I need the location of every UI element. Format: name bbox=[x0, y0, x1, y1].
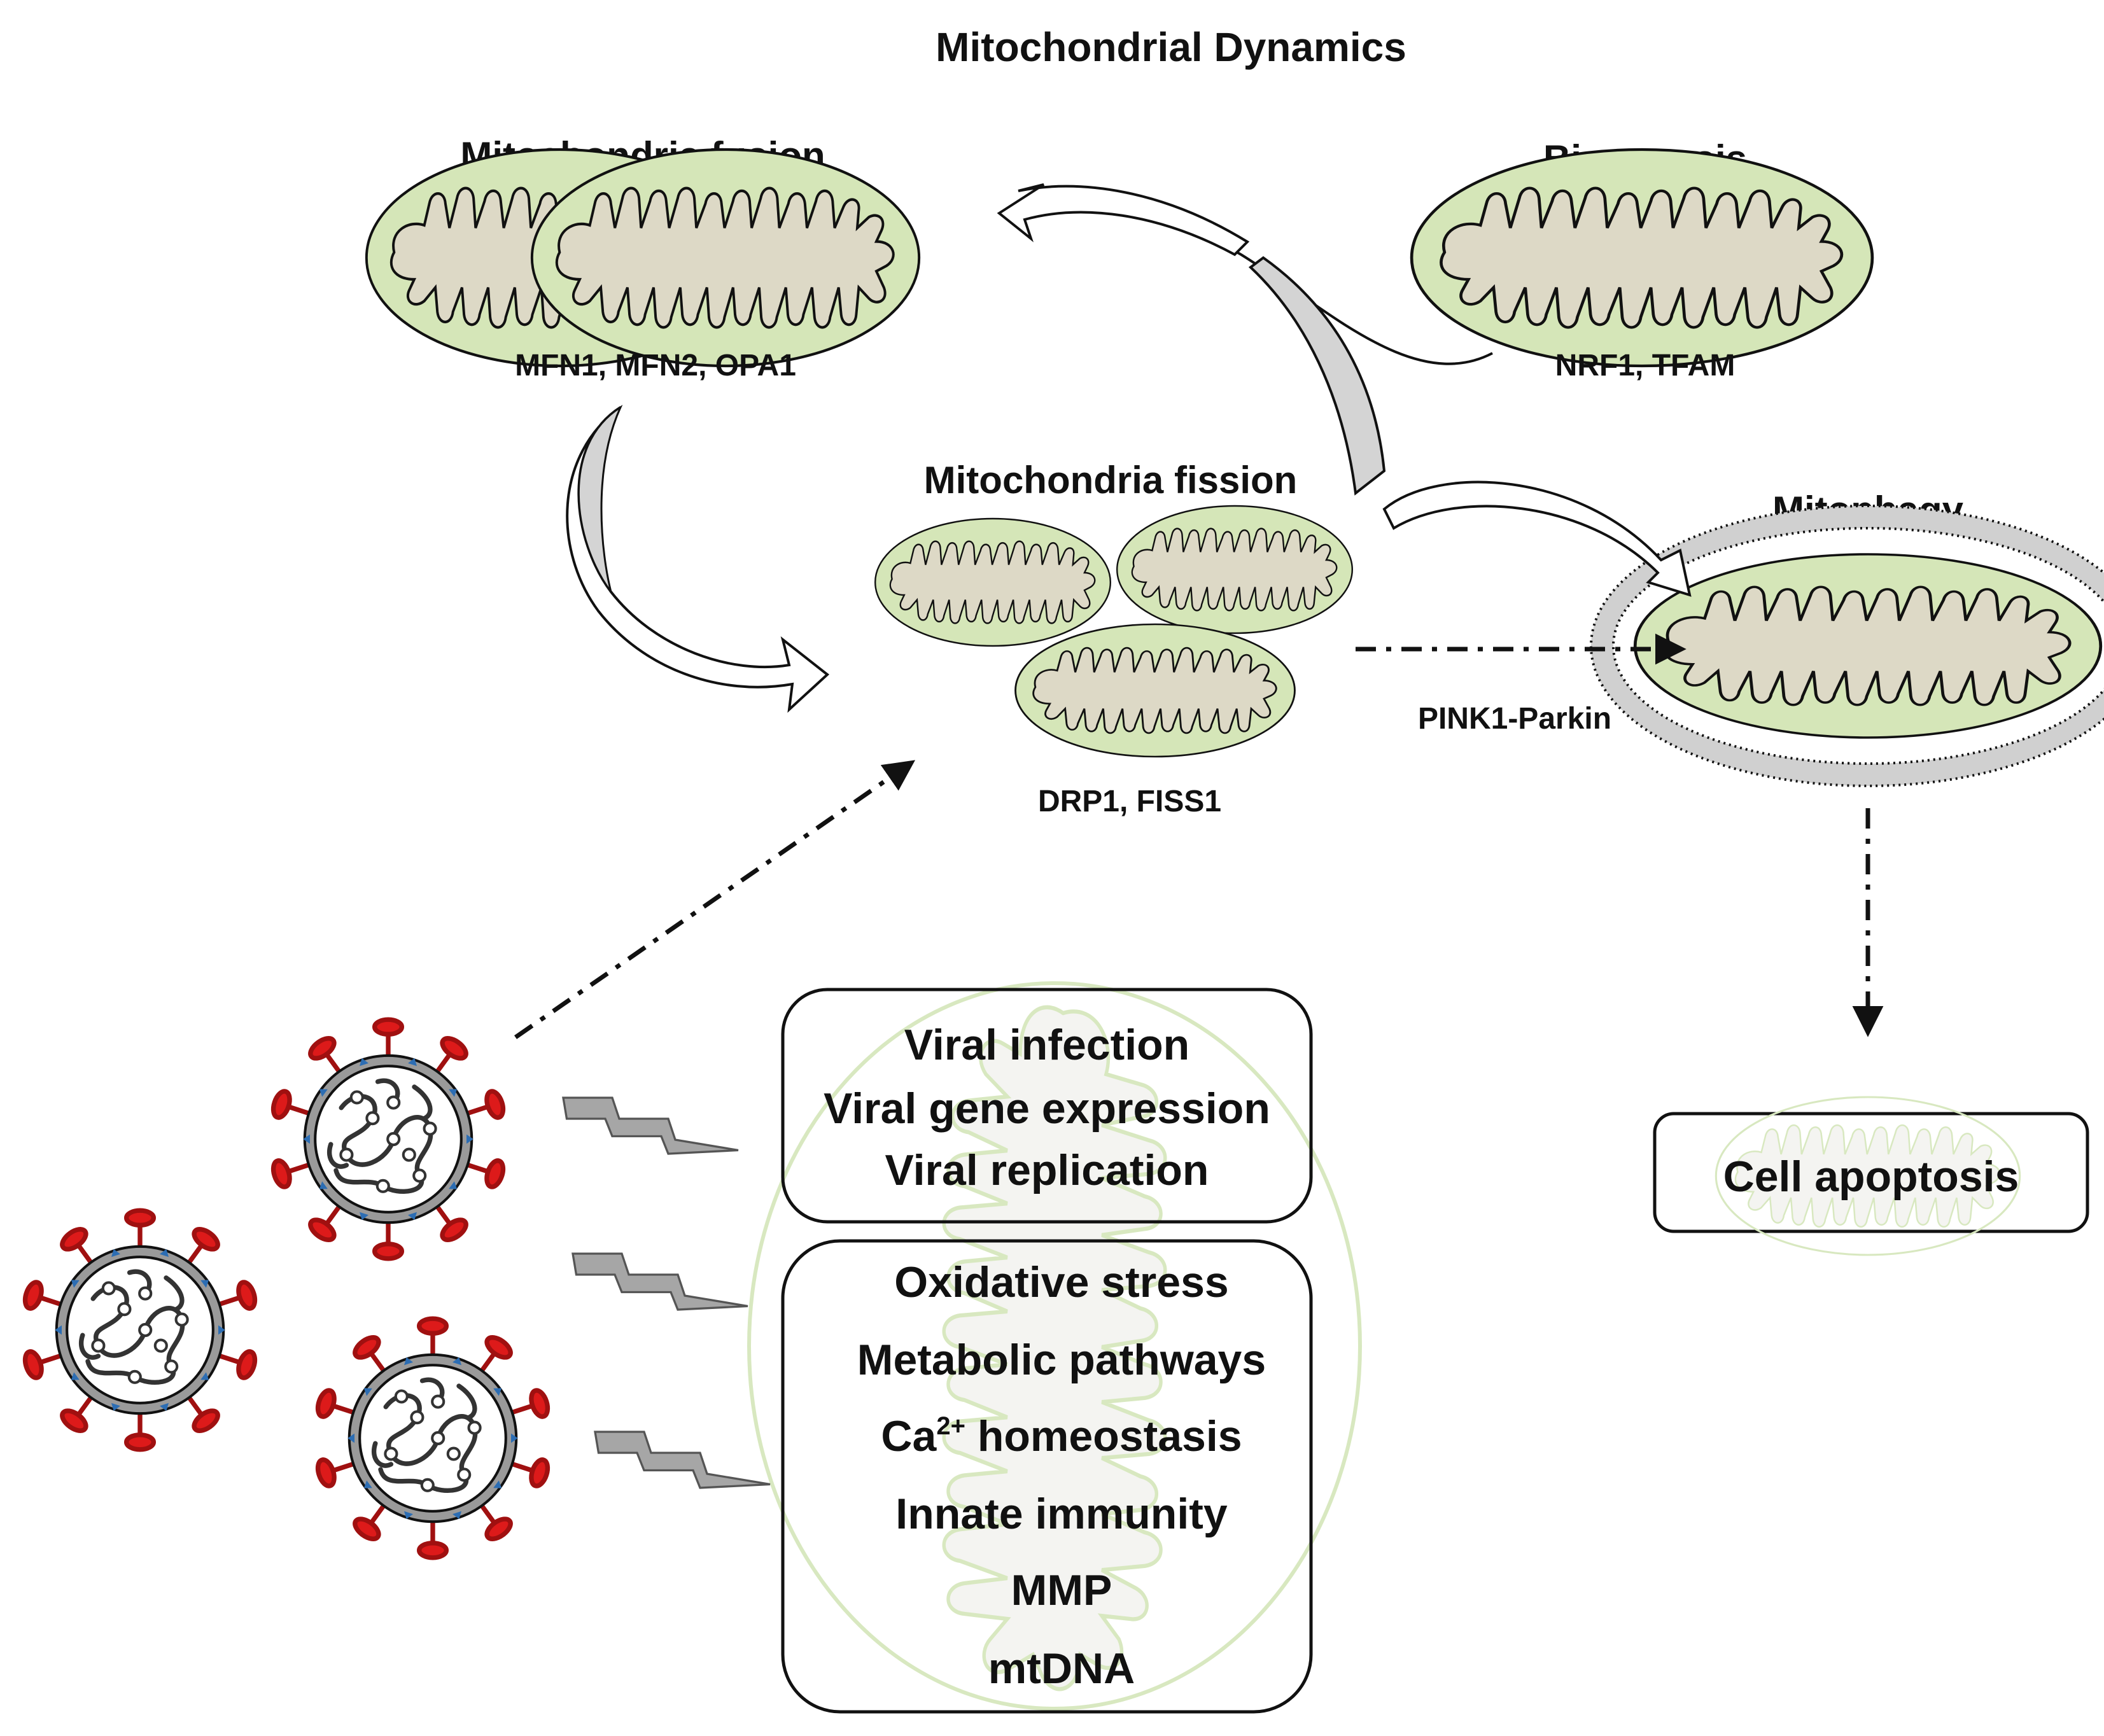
effects-line-mtdna: mtDNA bbox=[988, 1644, 1135, 1693]
effects-line-innate: Innate immunity bbox=[895, 1490, 1228, 1538]
diagram-title: Mitochondrial Dynamics bbox=[936, 24, 1406, 70]
virus-particle-2 bbox=[22, 1210, 258, 1450]
viral-line-2: Viral gene expression bbox=[824, 1084, 1270, 1133]
virus-particle-1 bbox=[270, 1019, 506, 1259]
mitophagosome bbox=[1590, 505, 2104, 787]
lightning-bolt-1 bbox=[562, 1096, 740, 1155]
fission-mitochondria bbox=[875, 506, 1352, 757]
effects-line-mmp: MMP bbox=[1011, 1566, 1112, 1614]
viral-line-1: Viral infection bbox=[904, 1021, 1189, 1069]
viral-box bbox=[781, 988, 1313, 1224]
fusion-genes: MFN1, MFN2, OPA1 bbox=[515, 349, 796, 382]
fission-genes: DRP1, FISS1 bbox=[1038, 785, 1221, 818]
fusion-mitochondria bbox=[367, 150, 919, 366]
fusion-arrow-shade bbox=[577, 405, 623, 592]
apoptosis-label: Cell apoptosis bbox=[1723, 1152, 2019, 1201]
viral-line-3: Viral replication bbox=[885, 1146, 1209, 1194]
effects-box bbox=[781, 1239, 1313, 1714]
fission-heading: Mitochondria fission bbox=[924, 459, 1298, 501]
fission-to-fusion-arrow bbox=[1248, 256, 1386, 496]
apoptosis-box bbox=[1653, 1097, 2089, 1255]
lightning-bolt-3 bbox=[594, 1431, 771, 1489]
virus-particle-3 bbox=[315, 1319, 551, 1558]
effects-line-oxidative: Oxidative stress bbox=[894, 1258, 1228, 1306]
effects-line-calcium: Ca2+ homeostasis bbox=[881, 1412, 1242, 1460]
biogenesis-to-fusion-arrow bbox=[997, 183, 1250, 256]
pathway-label: PINK1-Parkin bbox=[1418, 702, 1611, 736]
biogenesis-mitochondrion bbox=[1412, 150, 1872, 366]
background-mitochondrion bbox=[747, 981, 1362, 1711]
lightning-bolt-2 bbox=[572, 1252, 749, 1311]
virus-to-fission-arrow bbox=[514, 760, 916, 1039]
fission-to-mitophagy-arrow bbox=[1382, 480, 1692, 597]
effects-line-metabolic: Metabolic pathways bbox=[857, 1336, 1266, 1384]
biogenesis-genes: NRF1, TFAM bbox=[1555, 349, 1736, 382]
